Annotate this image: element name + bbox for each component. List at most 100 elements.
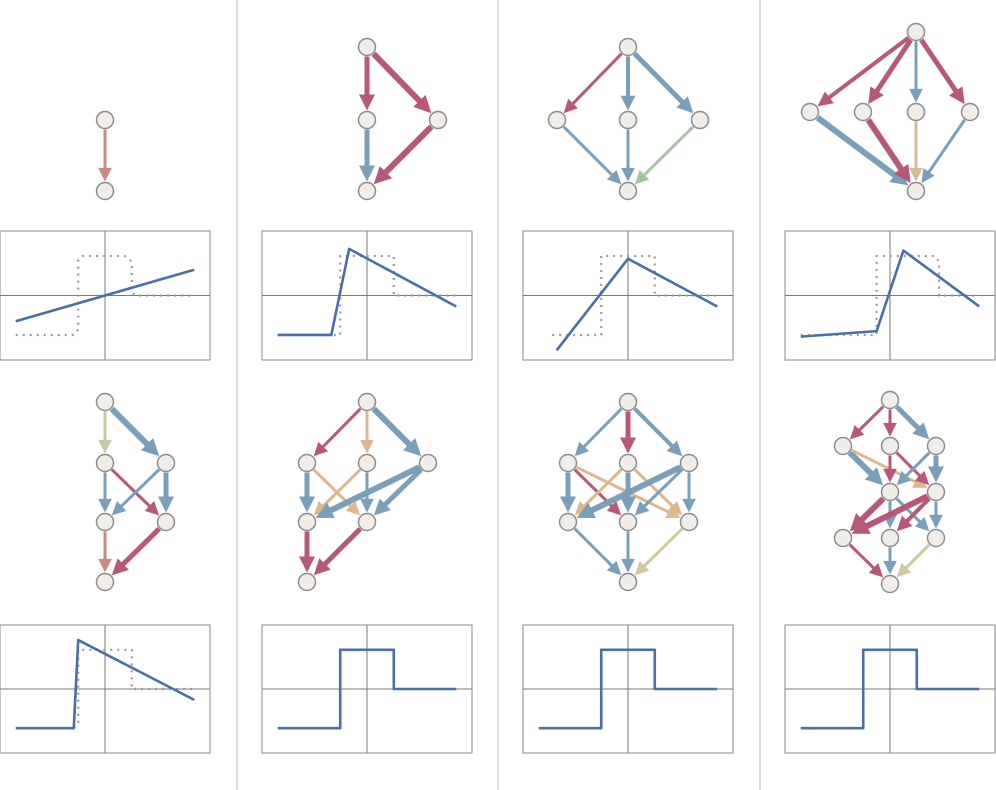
network-edge-arrow [98,411,112,454]
network-node [906,22,926,42]
network-output-line [277,648,457,730]
network-output-line [800,249,981,338]
network-node [880,528,900,548]
network-node [95,181,115,201]
network-edge-arrow [373,124,434,185]
network-edge-arrow [883,455,897,483]
network-edge-arrow [109,406,160,457]
network-edge-arrow [928,455,944,483]
target-function-dotted-line [800,254,980,337]
plot-1-3 [522,230,734,361]
network-edge-arrow [573,527,622,576]
network-edge-arrow [633,468,683,516]
network-node [906,181,926,201]
network-node [95,392,115,412]
network-edge-arrow [929,501,943,529]
network-edge-arrow [847,450,884,486]
network-edge-arrow [313,526,363,576]
net-1-1-diagram [95,110,115,201]
net-2-3-diagram [558,392,699,592]
target-function-dotted-line [72,648,195,729]
network-edge-arrow [883,547,897,575]
network-node [960,102,980,122]
network-node [618,572,638,592]
network-node [618,512,638,532]
network-node [357,392,377,412]
network-edge-arrow [849,405,885,440]
network-node [833,528,853,548]
network-node [357,181,377,201]
network-edge-arrow [817,36,910,107]
net-2-1-diagram [95,392,176,592]
network-node [618,392,638,412]
plot-2-1 [0,624,211,754]
network-node [880,390,900,410]
network-node [690,110,710,130]
network-node [880,574,900,594]
neural-network-diagrams [95,22,980,594]
network-node [428,110,448,130]
network-node [853,102,873,122]
network-edge-arrow [865,118,911,184]
network-node [906,102,926,122]
network-node [357,453,377,473]
network-node [926,436,946,456]
network-edge-arrow [576,464,682,519]
network-node [926,528,946,548]
network-node [833,436,853,456]
network-edge-arrow [896,543,931,578]
network-node [880,482,900,502]
network-output-line [800,648,980,730]
network-edge-arrow [909,121,923,182]
network-edge-arrow [896,497,931,532]
network-edge-arrow [371,51,432,114]
network-node [926,482,946,502]
network-output-line [15,268,195,323]
network-edge-arrow [621,129,635,182]
plot-1-4 [784,230,996,361]
network-edge-arrow [315,464,421,519]
network-node [418,453,438,473]
network-node [357,512,377,532]
network-edge-arrow [634,125,695,185]
network-edge-arrow [111,526,161,576]
network-node [679,512,699,532]
network-edge-arrow [682,472,696,513]
network-edge-arrow [895,451,930,486]
network-output-line [15,638,195,730]
network-edge-arrow [894,404,930,440]
network-node [357,37,377,57]
network-node [156,512,176,532]
network-edge-arrow [815,115,909,186]
network-edge-arrow [921,118,966,184]
network-node [618,453,638,473]
network-output-line [538,648,718,730]
network-node [297,512,317,532]
network-edge-arrow [633,407,683,457]
network-edge-arrow [563,52,623,114]
network-edge-arrow [560,472,576,513]
network-node [357,110,377,130]
plot-2-4 [784,624,996,754]
network-edge-arrow [896,451,931,486]
target-function-dotted-line [552,254,718,337]
column-dividers [236,0,761,790]
network-node [95,512,115,532]
network-node [618,181,638,201]
network-node [880,436,900,456]
network-edge-arrow [634,527,684,576]
plot-1-2 [261,230,473,361]
net-1-4-diagram [800,22,980,201]
network-edge-arrow [111,468,161,516]
network-edge-arrow [562,125,622,185]
network-node [156,453,176,473]
network-node [558,512,578,532]
network-node [297,572,317,592]
network-node [95,453,115,473]
network-edge-arrow [851,493,929,534]
network-edge-arrow [299,531,315,573]
network-edge-arrow [359,56,375,111]
network-edge-arrow [110,468,160,516]
plot-1-1 [0,230,211,361]
